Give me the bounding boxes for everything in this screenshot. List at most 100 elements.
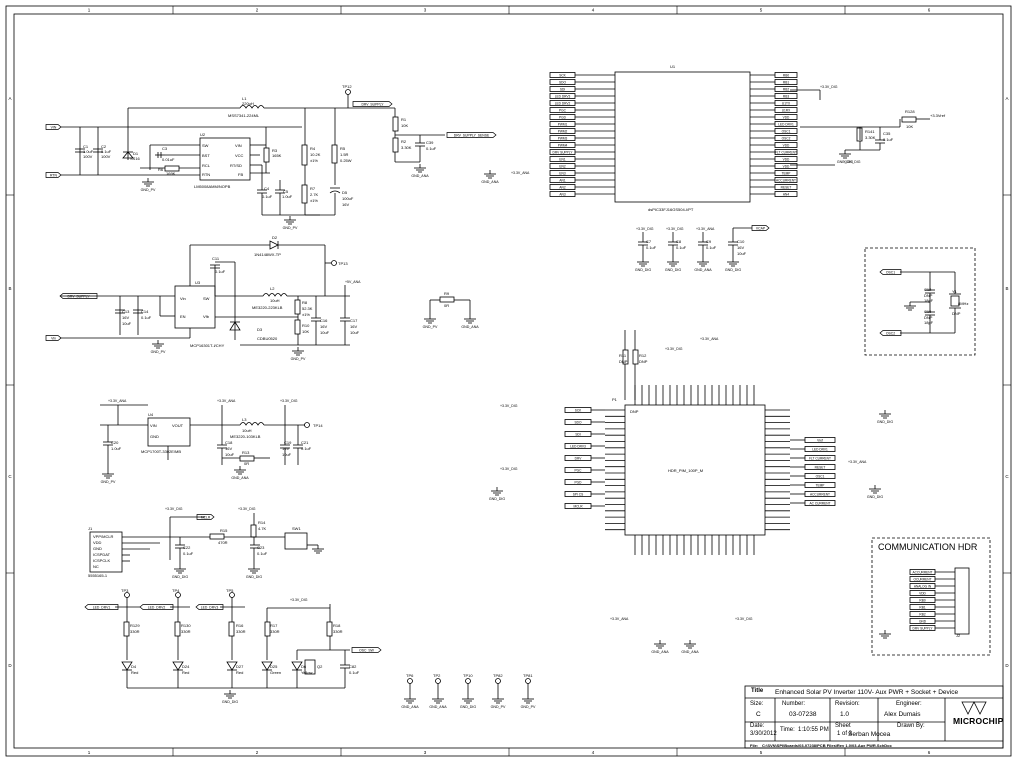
zone-col-bottom-4: 4: [592, 750, 595, 755]
gnd-dig-p1: GND_DIG: [877, 420, 894, 424]
r17-ref: R17: [270, 623, 278, 628]
u1-right-pin-label-0: RB0: [783, 73, 789, 77]
l3-pn: ME3220-103KLB: [230, 434, 261, 439]
u1-left-pin-label-3: LED DRV3: [555, 94, 571, 98]
zone-col-bottom-1: 1: [88, 750, 91, 755]
r15-ref: R15: [220, 528, 228, 533]
u2-pin-rtn: RTN: [202, 172, 210, 177]
l1-pn: MSS7341-224ML: [228, 113, 260, 118]
u1-left-net-1: [549, 79, 576, 85]
c12-v2: 18pF: [924, 298, 934, 303]
p1-left-label-6: PGD: [575, 480, 583, 484]
zone-col-bottom-2: 2: [256, 750, 259, 755]
vref-label: +3.3Vref: [930, 113, 946, 118]
v33-ana-c9: +3.3V_ANA: [696, 227, 715, 231]
c15-v1: DNP: [924, 315, 933, 320]
v33-dig-p1l2: +3.3V_DIG: [500, 467, 518, 471]
u1-right-net-0: [774, 72, 798, 78]
d6-ref: D6: [301, 664, 307, 669]
d2-pn: 1N4148WX-TP: [254, 252, 281, 257]
zone-row-right-0: A: [1005, 96, 1008, 101]
gnd-pv-tp82: GND_PV: [491, 705, 506, 709]
led-drv1-flag: LED_DRV1: [93, 605, 111, 609]
comm-net-8: [909, 625, 936, 631]
c10-v1: 16V: [737, 245, 744, 250]
u1-left-net-17: [549, 191, 576, 197]
r12-value: DNP: [639, 359, 648, 364]
v33-dig-u1b: +3.3V_DIG: [843, 160, 861, 164]
zone-row-left-1: B: [8, 286, 11, 291]
u1-left-pin-label-2: SDI: [560, 87, 565, 91]
zone-col-top-3: 3: [424, 8, 427, 13]
u1-left-pin-label-16: AN2: [559, 185, 565, 189]
decoupling-caps: [638, 227, 752, 258]
u1-right-net-1: [774, 79, 798, 85]
r9-section: [429, 296, 471, 315]
c11-ref: C11: [212, 256, 220, 261]
r130-value: 330R: [181, 629, 191, 634]
u2-pin-sw: SW: [202, 143, 209, 148]
p1-left-label-8: MCLR: [573, 504, 583, 508]
sheet-border-inner: [13, 13, 1004, 749]
c1-v2: 100V: [83, 154, 93, 159]
c11-value: 0.1uF: [215, 269, 226, 274]
led-drv3-flag-flag: [195, 604, 224, 610]
tp6-ref: TP6: [406, 673, 414, 678]
v33-ana-p1b: +3.3V_ANA: [610, 617, 629, 621]
u3-buck-section: [60, 240, 350, 346]
r129-value: 330R: [130, 629, 140, 634]
gnd-pv-buck2: GND_PV: [283, 226, 298, 230]
r9-value: 0R: [444, 303, 449, 308]
u1-right-net-8: [774, 128, 798, 134]
u4-pin-vin: VIN: [150, 423, 157, 428]
comm-pin-label-5: RB1: [919, 605, 925, 609]
drv-supply-net-top: DRV_SUPPLY: [361, 102, 384, 106]
d6-color: Yellow: [301, 670, 313, 675]
j1-pin-mclr: VPP/MCLR: [93, 534, 114, 539]
gnd-pv-u4: GND_PV: [101, 480, 116, 484]
u1-right-net-2: [774, 86, 798, 92]
c16-ref: C16: [320, 318, 328, 323]
c13-ref: C13: [122, 309, 130, 314]
r3-ref: R3: [272, 148, 278, 153]
u3-pin-vfb: Vfb: [203, 314, 210, 319]
c8-ref: C8: [676, 239, 682, 244]
u1-ic-body: [614, 71, 751, 203]
c13-v2: 10uF: [122, 321, 132, 326]
led-drv3-flag: LED_DRV3: [201, 605, 219, 609]
r17-value: 330R: [270, 629, 280, 634]
d3-pn: CDBU0520: [257, 336, 278, 341]
sheet-border-outer: [5, 5, 1012, 757]
led-drv2-flag: LED_DRV2: [148, 605, 166, 609]
u1-right-pin-label-9: OSC2: [782, 136, 791, 140]
u1-left-net-0: [549, 72, 576, 78]
tp4-ref: TP4: [172, 588, 180, 593]
c15-ref: C15: [924, 309, 932, 314]
u1-left-pin-label-6: PGD: [559, 115, 567, 119]
p1-right-label-0: Vref: [817, 438, 823, 442]
d4-ref: D4: [131, 664, 137, 669]
u1-left-net-14: [549, 170, 576, 176]
r128-ref: R128: [905, 109, 915, 114]
u2-pin-vin: VIN: [235, 143, 242, 148]
tp13-ref: TP13: [338, 261, 348, 266]
gnd-ana-u1: GND_ANA: [481, 180, 499, 184]
gnd-dig-icsp2: GND_DIG: [246, 575, 263, 579]
d24-ref: D24: [182, 664, 190, 669]
v33-ana-u4-in: +3.3V_ANA: [108, 399, 127, 403]
u1-left-net-12: [549, 156, 576, 162]
v33-dig-leds: +3.3V_DIG: [290, 598, 308, 602]
rtn-flag-buck-flag: [45, 172, 62, 178]
r5-ref: R5: [340, 146, 346, 151]
comm-header-title: COMMUNICATION HDR: [878, 542, 978, 552]
u1-left-pin-label-12: EN1: [559, 157, 565, 161]
zone-row-left-2: C: [8, 474, 12, 479]
gnd-ana-c9: GND_ANA: [694, 268, 712, 272]
zone-col-bottom-5: 5: [760, 750, 763, 755]
c14-value: 0.1uF: [141, 315, 152, 320]
zone-row-left-0: A: [8, 96, 11, 101]
u1-right-pin-label-6: VDD: [783, 115, 790, 119]
c22-ref: C22: [183, 545, 191, 550]
gnd-ana-tp2: GND_ANA: [429, 705, 447, 709]
u1-right-net-9: [774, 135, 798, 141]
